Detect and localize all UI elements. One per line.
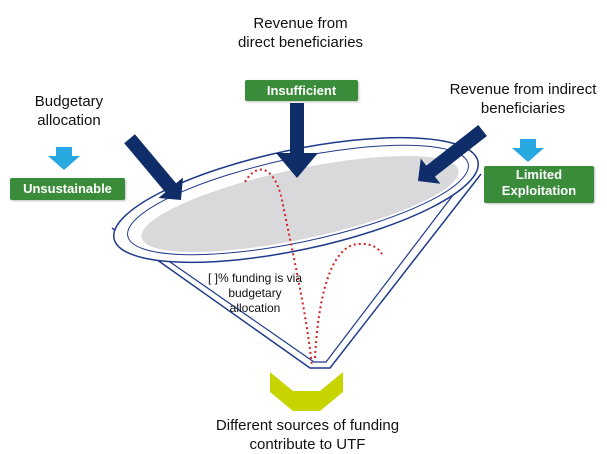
insufficient-badge: Insufficient [245,80,358,101]
direct-revenue-label: Revenue from direct beneficiaries [228,14,373,52]
indirect-revenue-label-line2: beneficiaries [480,100,566,117]
limited-exploitation-badge-line2: Exploitation [501,183,577,198]
limited-exploitation-badge: Limited Exploitation [484,166,594,203]
direct-revenue-label-line2: direct beneficiaries [237,34,364,51]
limited-exploitation-badge-line1: Limited [515,167,563,182]
budget-share-note: [ ]% funding is via budgetary allocation [190,271,320,316]
budget-share-note-line1: [ ]% funding is via [207,271,303,285]
indirect-revenue-label: Revenue from indirect beneficiaries [448,80,598,118]
budget-share-note-line3: allocation [229,301,281,315]
outcome-label-line2: contribute to UTF [249,436,366,453]
indirect-revenue-arrow [418,124,487,184]
budget-label: Budgetary allocation [24,92,114,130]
outcome-chevron [270,372,343,411]
budget-arrow [124,134,183,200]
indirect-down-arrow [512,139,544,162]
direct-revenue-label-line1: Revenue from [253,15,348,32]
drip-trajectory [244,168,313,367]
budget-label-line2: allocation [37,112,101,129]
outcome-label: Different sources of funding contribute … [200,416,415,454]
funnel-inner [123,177,467,363]
budget-share-note-line2: budgetary [228,286,282,300]
direct-revenue-arrow [276,103,318,178]
indirect-revenue-label-line1: Revenue from indirect [449,81,597,98]
budget-label-line1: Budgetary [34,93,104,110]
funnel-outer [111,173,482,369]
budget-down-arrow [48,147,80,170]
outcome-label-line1: Different sources of funding [215,417,400,434]
unsustainable-badge: Unsustainable [10,178,125,200]
funnel-pool [141,155,459,253]
